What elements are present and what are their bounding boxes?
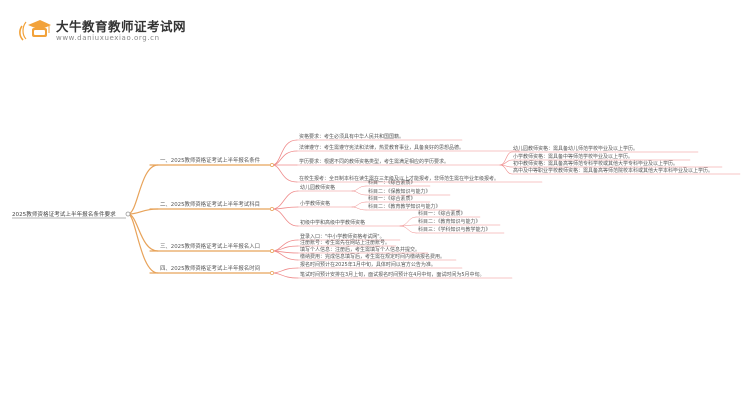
section-dot (270, 163, 274, 167)
leaf-text: 初级中学和高级中学教师资格 (300, 219, 365, 226)
leaf-text: 科目一：《综合素质》 (368, 179, 416, 186)
site-url: www.daniuxuexiao.org.cn (56, 34, 160, 42)
connector-s3 (271, 250, 299, 261)
leaf-text: 幼儿园教师资格 (300, 184, 335, 191)
connector-k (351, 206, 367, 211)
connector-k (351, 190, 367, 196)
connector-k (351, 185, 367, 192)
leaf-text: 科目二：《教育教学知识与能力》 (368, 203, 441, 210)
connector-k (399, 225, 417, 234)
section-dot (270, 249, 274, 253)
section-label: 一、2025教师资格证考试上半年报名条件 (160, 156, 261, 164)
connector-root (127, 213, 159, 252)
connector-s4 (271, 267, 299, 274)
section-label: 三、2025教师资格证考试上半年报名入口 (160, 242, 260, 250)
leaf-text: 高中及中等职业学校教师资格：需具备高等师范院校本科或其他大学本科毕业及以上学历。 (513, 167, 713, 174)
leaf-text: 登录入口："中小学教师资格考试网"。 (300, 233, 385, 240)
section-dot (270, 271, 274, 275)
connector-root (127, 164, 159, 215)
connector-root (127, 213, 159, 274)
section-label: 二、2025教师资格证考试上半年考试科目 (160, 200, 260, 208)
leaf-text: 科目一：《综合素质》 (418, 210, 466, 217)
leaf-text: 缴纳费用：完成信息填写后，考生需在规定时间内缴纳报名费用。 (300, 253, 445, 260)
connector-s2 (271, 208, 299, 227)
connector-s1 (271, 150, 298, 166)
section-dot (270, 207, 274, 211)
connector-s4 (271, 272, 299, 279)
connector-s1 (271, 139, 298, 166)
leaf-text: 资格要求：考生必须具有中华人民共和国国籍。 (299, 133, 404, 140)
section-label: 四、2025教师资格证考试上半年报名时间 (160, 264, 260, 272)
connector-s3 (271, 245, 299, 252)
root-node: 2025教师资格证考试上半年报名条件要求 (12, 210, 116, 218)
leaf-text: 注册账号：考生需先在网站上注册账号。 (300, 239, 390, 246)
leaf-text: 初中教师资格：需具备高等师范专科学校或其他大学专科毕业及以上学历。 (513, 160, 678, 167)
leaf-text: 报名时间预计在2025年1月中旬，具体时间以官方公告为准。 (300, 261, 436, 268)
connector-k (399, 216, 417, 227)
connector-s2 (271, 190, 299, 210)
leaf-text: 科目二：《教育知识与能力》 (418, 218, 481, 225)
leaf-text: 学历要求：根据不同的教师资格类型，考生需满足相应的学历要求。 (299, 158, 449, 165)
leaf-text: 幼儿园教师资格：需具备幼儿师范学校毕业及以上学历。 (513, 145, 638, 152)
connector-degree (499, 164, 513, 175)
leaf-text: 在校生报考：全日制本科在读生需在三年级及以上才能报考，非师范生需在毕业年级报考。 (299, 175, 499, 182)
leaf-text: 小学教师资格 (300, 200, 330, 207)
leaf-text: 科目三：《学科知识与教学能力》 (418, 226, 491, 233)
leaf-text: 小学教师资格：需具备中等师范学校毕业及以上学历。 (513, 153, 633, 160)
leaf-text: 科目二：《保教知识与能力》 (368, 188, 431, 195)
graduation-cap-icon (19, 20, 51, 41)
root-dot (125, 211, 131, 217)
connector-degree (499, 151, 513, 166)
leaf-text: 科目一：《综合素质》 (368, 195, 416, 202)
connector-k (351, 201, 367, 208)
leaf-text: 笔试时间预计安排在3月上旬，面试报名时间预计在4月中旬，面试时间为5月中旬。 (300, 271, 485, 278)
leaf-text: 法律遵守：考生需遵守宪法和法律，热爱教育事业，具备良好的思想品德。 (299, 144, 464, 151)
connector-s3 (271, 239, 299, 252)
connector-s1 (271, 164, 298, 183)
leaf-text: 填写个人信息：注册后，考生需填写个人信息并提交。 (300, 246, 420, 253)
site-title: 大牛教育教师证考试网 (56, 19, 187, 34)
